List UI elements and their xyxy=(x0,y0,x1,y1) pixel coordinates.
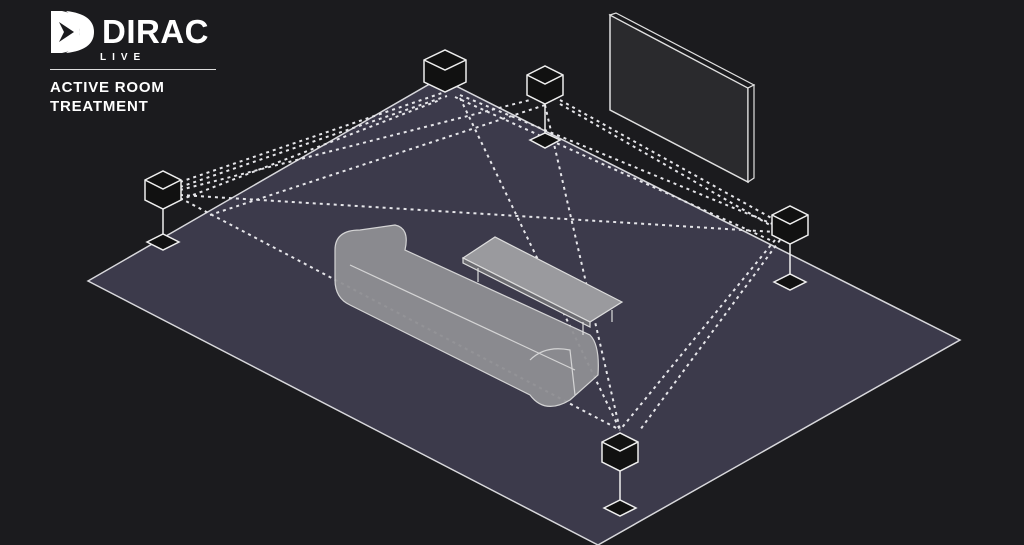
brand-sub: LIVE xyxy=(100,52,147,63)
divider xyxy=(50,69,216,70)
speaker-left xyxy=(144,170,182,251)
brand-name: DIRAC xyxy=(102,13,209,50)
speaker-front-right xyxy=(526,65,564,149)
sofa xyxy=(334,224,599,407)
tagline-line-1: ACTIVE ROOM xyxy=(50,79,165,96)
speaker-top-left xyxy=(423,49,467,93)
speaker-rear xyxy=(601,432,639,517)
dirac-live-logo: DIRAC LIVE ACTIVE ROOM TREATMENT xyxy=(50,10,216,116)
brand-row: DIRAC xyxy=(50,10,216,54)
tagline-line-2: TREATMENT xyxy=(50,98,149,115)
speaker-right xyxy=(771,205,809,291)
dirac-logo-icon xyxy=(51,11,94,53)
tv-screen xyxy=(608,12,756,184)
coffee-table xyxy=(461,236,624,335)
speakers xyxy=(144,49,809,517)
